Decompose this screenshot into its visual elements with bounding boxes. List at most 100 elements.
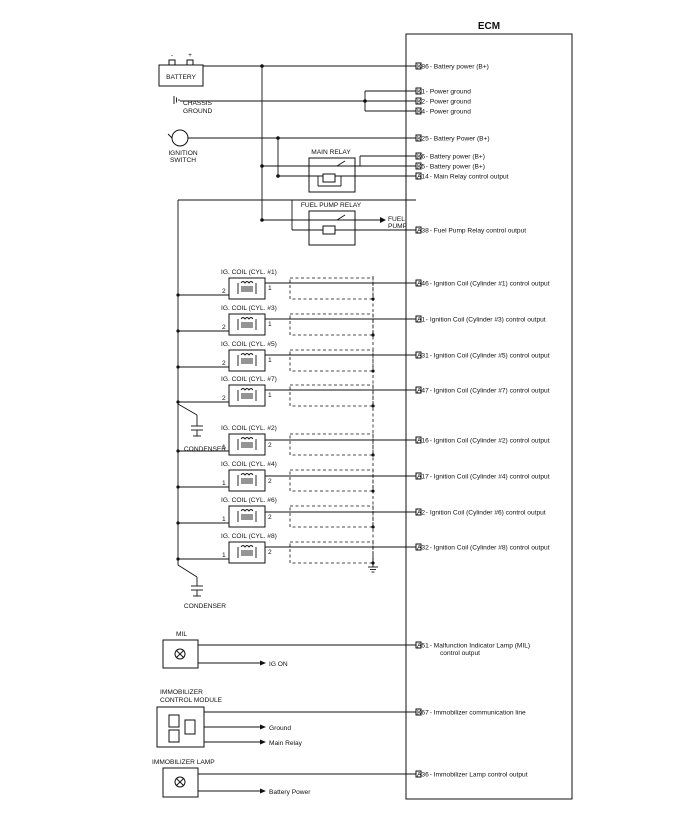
ecm-pin-k2: K2- Power ground	[415, 97, 471, 105]
immobilizer-lamp: IMMOBILIZER LAMP Battery Power	[152, 759, 416, 798]
ecm-pin-label: - Ignition Coil (Cylinder #1) control ou…	[430, 280, 550, 287]
ecm-pin-k1: K1- Power ground	[415, 87, 471, 95]
ecm-pin-label: - Battery Power (B+)	[430, 135, 490, 142]
ecm-pin-code: A47	[417, 387, 429, 394]
ecm-pin-code: K25	[417, 135, 429, 142]
ignition-coil-5: IG. COIL (CYL. #2) 1 2	[176, 425, 416, 457]
ecm-pins: K86- Battery power (B+)K1- Power groundK…	[415, 62, 550, 778]
ignition-coil-label: IG. COIL (CYL. #6)	[221, 497, 277, 504]
ecm-pin-label: - Main Relay control output	[430, 173, 509, 180]
immobilizer-control-module: IMMOBILIZER CONTROL MODULE Ground Main R…	[156, 689, 416, 748]
ecm-pin-a14: A14- Main Relay control output	[415, 172, 509, 180]
ignition-coil-pin-right: 2	[268, 514, 272, 521]
ignition-coil-pin-right: 2	[268, 549, 272, 556]
immobilizer-out-ground: Ground	[269, 725, 291, 732]
ecm-pin-code: K4	[417, 108, 425, 115]
ecm-pin-code: K86	[417, 63, 429, 70]
ecm-pin-label: - Power ground	[426, 108, 471, 115]
ignition-coil-pin-right: 1	[268, 321, 272, 328]
ecm-pin-label: - Ignition Coil (Cylinder #4) control ou…	[430, 473, 550, 480]
ecm-title: ECM	[478, 21, 500, 32]
mil: MIL IG ON	[162, 631, 416, 669]
ignition-coil-label: IG. COIL (CYL. #3)	[221, 305, 277, 312]
ecm-pin-label: - Ignition Coil (Cylinder #5) control ou…	[430, 352, 550, 359]
ignition-coil-pin-right: 1	[268, 285, 272, 292]
ignition-coil-pin-left: 1	[222, 552, 226, 559]
ecm-pin-k4: K4- Power ground	[415, 107, 471, 115]
fuel-pump-line2: PUMP	[388, 223, 408, 230]
ecm-pin-label: - Ignition Coil (Cylinder #7) control ou…	[430, 387, 550, 394]
ecm-pin-k86: K86- Battery power (B+)	[415, 62, 489, 70]
ignition-coil-pin-right: 2	[268, 478, 272, 485]
ecm-pin-code: A14	[417, 173, 429, 180]
ignition-coil-label: IG. COIL (CYL. #7)	[221, 376, 277, 383]
ecm-pin-a51: A51- Malfunction Indicator Lamp (MIL)con…	[415, 641, 530, 657]
ecm-pin-label-line2: control output	[440, 650, 480, 657]
mil-label: MIL	[176, 631, 187, 638]
ecm-pin-a46: A46- Ignition Coil (Cylinder #1) control…	[415, 279, 550, 287]
fuel-pump-relay-label: FUEL PUMP RELAY	[301, 202, 362, 209]
ecm-pin-k25: K25- Battery Power (B+)	[415, 134, 490, 142]
ecm-pin-k67: K67- Immobilizer communication line	[415, 708, 526, 716]
ecm-pin-code: A51	[417, 642, 429, 649]
immobilizer-line2: CONTROL MODULE	[160, 697, 223, 704]
ecm-pin-code: A1	[417, 316, 425, 323]
ecm-pin-label: - Immobilizer communication line	[430, 709, 526, 716]
ignition-coil-label: IG. COIL (CYL. #4)	[221, 461, 277, 468]
condenser-1: CONDENSER	[177, 403, 226, 453]
ignition-coil-pin-right: 1	[268, 392, 272, 399]
ignition-coil-label: IG. COIL (CYL. #5)	[221, 341, 277, 348]
chassis-ground-line2: GROUND	[183, 108, 213, 115]
ecm-pin-code: A38	[417, 227, 429, 234]
ecm-pin-a38: A38- Fuel Pump Relay control output	[415, 226, 527, 234]
ecm-pin-a1: A1- Ignition Coil (Cylinder #3) control …	[415, 315, 546, 323]
mil-out: IG ON	[269, 661, 288, 668]
immobilizer-out-main-relay: Main Relay	[269, 740, 303, 747]
ecm-pin-code: K67	[417, 709, 429, 716]
ecm-pin-a32: A32- Ignition Coil (Cylinder #8) control…	[415, 543, 550, 551]
ecm-box	[405, 33, 573, 800]
ecm-pin-label: - Ignition Coil (Cylinder #2) control ou…	[430, 437, 550, 444]
ecm-pin-k6: K6- Battery power (B+)	[415, 152, 485, 160]
ecm-pin-a16: A16- Ignition Coil (Cylinder #2) control…	[415, 436, 550, 444]
ecm-pin-code: A2	[417, 509, 425, 516]
ecm-pin-code: K5	[417, 163, 425, 170]
ecm-pin-code: A31	[417, 352, 429, 359]
ecm-pin-label: - Malfunction Indicator Lamp (MIL)	[430, 642, 530, 649]
ecm-pin-code: K6	[417, 153, 425, 160]
ecm-pin-code: A32	[417, 544, 429, 551]
ignition-coil-pin-left: 2	[222, 324, 226, 331]
ignition-coil-2: IG. COIL (CYL. #3) 2 1	[176, 305, 416, 337]
ignition-coil-4: IG. COIL (CYL. #7) 2 1	[176, 376, 416, 408]
ecm-pin-label: - Power ground	[426, 98, 471, 105]
ecm-pin-label: - Battery power (B+)	[430, 63, 489, 70]
ignition-coil-pin-right: 2	[268, 442, 272, 449]
ecm-pin-code: A17	[417, 473, 429, 480]
ignition-coil-pin-left: 2	[222, 395, 226, 402]
ecm-pin-label: - Battery power (B+)	[426, 153, 485, 160]
ecm-pin-a47: A47- Ignition Coil (Cylinder #7) control…	[415, 386, 550, 394]
battery-plus: +	[188, 52, 192, 59]
ecm-pin-code: A16	[417, 437, 429, 444]
immobilizer-lamp-out: Battery Power	[269, 789, 311, 796]
ignition-coil-pin-left: 2	[222, 288, 226, 295]
battery-minus: -	[171, 52, 173, 59]
ecm-pin-label: - Fuel Pump Relay control output	[430, 227, 527, 234]
ecm-pin-a2: A2- Ignition Coil (Cylinder #6) control …	[415, 508, 546, 516]
chassis-ground-line1: CHASSIS	[183, 100, 213, 107]
ignition-coil-pin-left: 2	[222, 360, 226, 367]
condenser-2-label: CONDENSER	[184, 603, 226, 610]
ignition-coil-pin-left: 1	[222, 444, 226, 451]
fuel-pump-line1: FUEL	[388, 216, 405, 223]
chassis-ground: CHASSIS GROUND	[173, 96, 213, 115]
ecm-pin-a17: A17- Ignition Coil (Cylinder #4) control…	[415, 472, 550, 480]
ecm-pin-code: A36	[417, 771, 429, 778]
ignition-coil-label: IG. COIL (CYL. #2)	[221, 425, 277, 432]
ignition-coil-label: IG. COIL (CYL. #1)	[221, 269, 277, 276]
condenser-2: CONDENSER	[177, 564, 226, 610]
ecm-pin-a36: A36- Immobilizer Lamp control output	[415, 770, 528, 778]
